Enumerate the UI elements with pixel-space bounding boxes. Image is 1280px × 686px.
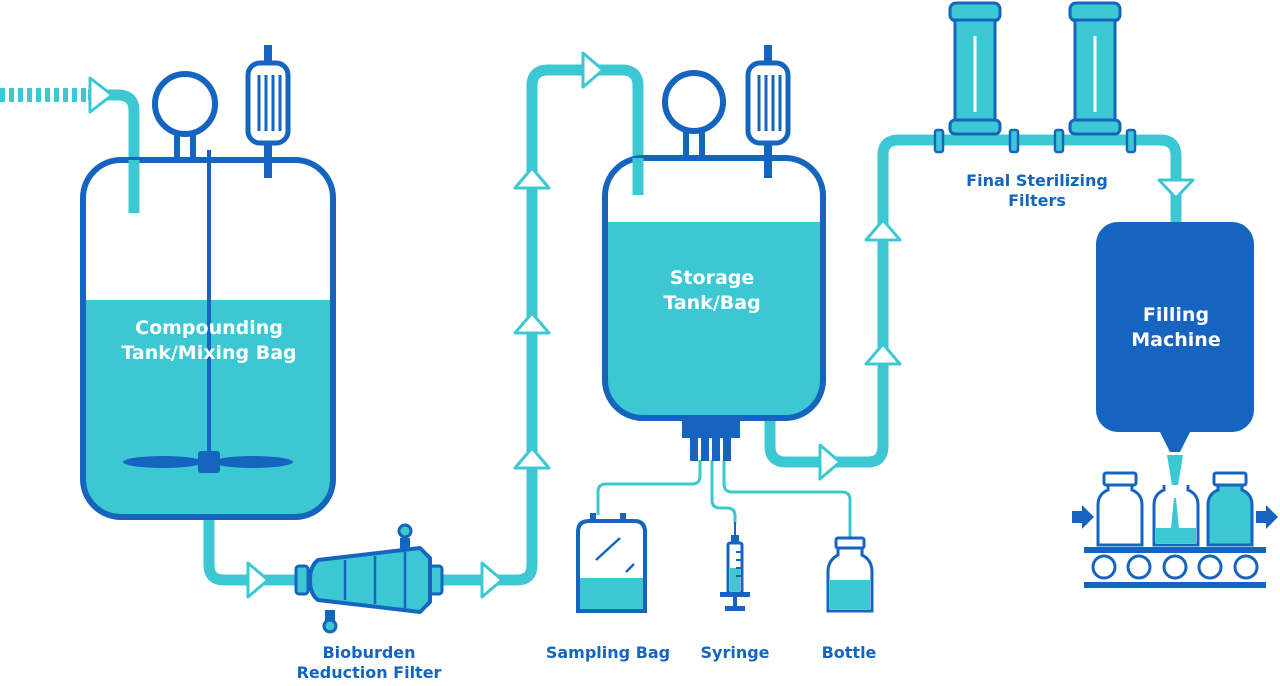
- sampling-line-bottle: [722, 460, 852, 538]
- storage-outlet-pipe: [764, 134, 940, 468]
- pressure-gauge-icon: [662, 70, 726, 158]
- flow-arrow-icon: [480, 561, 504, 599]
- storage-tank-outline: [602, 155, 826, 421]
- flow-arrows: [88, 51, 1195, 599]
- bottle-icon: [826, 536, 874, 613]
- vial-icon: [1152, 485, 1200, 547]
- flow-arrow-icon: [818, 443, 842, 481]
- filling-label-line2: Machine: [1131, 329, 1220, 351]
- sampling-line-syringe: [710, 460, 737, 524]
- impeller-blade-right: [213, 456, 293, 468]
- syringe-icon: [720, 522, 750, 611]
- flow-arrow-icon: [246, 561, 270, 599]
- tank-outlet-pipe: [203, 515, 300, 586]
- vent-filter-icon: [245, 45, 291, 178]
- flow-arrow-icon: [864, 342, 902, 366]
- pressure-gauge-icon: [152, 71, 218, 160]
- inlet-pipe: [88, 89, 140, 213]
- flow-arrow-icon: [88, 76, 114, 114]
- pipes: [0, 64, 1182, 586]
- sampling-bag-label: Sampling Bag: [546, 643, 670, 662]
- flow-arrow-icon: [513, 311, 551, 335]
- storage-tank: Storage Tank/Bag: [596, 45, 852, 538]
- compounding-label-line1: Compounding: [135, 317, 283, 339]
- storage-liquid: [605, 222, 823, 418]
- impeller-hub: [198, 451, 220, 473]
- vials: [1096, 471, 1254, 547]
- final-filters-label-line2: Filters: [1008, 191, 1066, 210]
- flow-arrow-icon: [1157, 178, 1195, 200]
- bioburden-label-line2: Reduction Filter: [297, 663, 442, 681]
- manifold: [682, 420, 740, 438]
- compounding-label-line2: Tank/Mixing Bag: [121, 342, 296, 364]
- inlet-drop: [128, 160, 140, 213]
- compounding-tank: Compounding Tank/Mixing Bag: [80, 45, 336, 520]
- flow-arrow-icon: [864, 218, 902, 242]
- impeller-blade-left: [123, 456, 203, 468]
- vial-icon: [1096, 471, 1144, 547]
- vent-filter-icon: [745, 45, 791, 178]
- bioburden-filter: [294, 523, 444, 634]
- arrow-right-icon: [1256, 505, 1278, 529]
- final-filters-label-line1: Final Sterilizing: [966, 171, 1108, 190]
- syringe-label: Syringe: [700, 643, 769, 662]
- final-filter-2: [1053, 1, 1137, 154]
- flow-arrow-icon: [513, 446, 551, 470]
- filling-label-line1: Filling: [1143, 304, 1209, 326]
- storage-label-line2: Tank/Bag: [663, 292, 760, 314]
- bottle-label: Bottle: [822, 643, 877, 662]
- sampling-bag-icon: [576, 513, 647, 613]
- final-filter-1: [933, 1, 1020, 154]
- filling-machine: Filling Machine: [1096, 222, 1254, 498]
- conveyor-direction-arrows: [1072, 505, 1278, 529]
- filter-outlet-pipe: [440, 64, 644, 586]
- conveyor-icon: [1084, 547, 1266, 588]
- vial-icon: [1206, 471, 1254, 547]
- bioburden-label-line1: Bioburden: [322, 643, 415, 662]
- storage-inlet-drop: [632, 158, 644, 195]
- sampling-line-bag: [596, 460, 702, 515]
- flow-arrow-icon: [513, 166, 551, 190]
- storage-label-line1: Storage: [670, 267, 755, 289]
- arrow-right-icon: [1072, 505, 1094, 529]
- flow-arrow-icon: [581, 51, 605, 89]
- filter-header-pipe: [940, 134, 1182, 222]
